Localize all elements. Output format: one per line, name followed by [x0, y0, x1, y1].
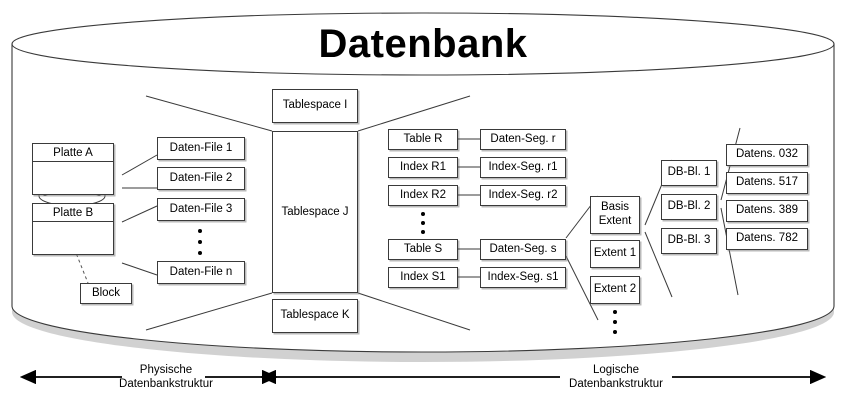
logical-object-index-r2[interactable]: Index R2 — [388, 185, 458, 206]
disk-platte-b[interactable]: Platte B — [32, 203, 114, 255]
logical-object-index-r1[interactable]: Index R1 — [388, 157, 458, 178]
disk-platte-a-label: Platte A — [33, 144, 113, 162]
segment-daten-seg-s[interactable]: Daten-Seg. s — [480, 239, 566, 260]
extent-2[interactable]: Extent 2 — [590, 276, 640, 304]
record-032[interactable]: Datens. 032 — [726, 144, 808, 166]
tablespace-k[interactable]: Tablespace K — [272, 299, 358, 333]
disk-platte-b-label: Platte B — [33, 204, 113, 222]
segment-index-seg-r1[interactable]: Index-Seg. r1 — [480, 157, 566, 178]
db-block-1[interactable]: DB-Bl. 1 — [661, 160, 717, 186]
segment-index-seg-r2[interactable]: Index-Seg. r2 — [480, 185, 566, 206]
record-517[interactable]: Datens. 517 — [726, 172, 808, 194]
extent-basis[interactable]: Basis Extent — [590, 196, 640, 234]
connector-group-files-to-tablespace — [145, 95, 273, 331]
page-title: Datenbank — [318, 22, 528, 66]
axis-label-physical-line1: Physische — [139, 364, 193, 376]
logical-objects-ellipsis — [420, 212, 426, 234]
extent-basis-line2: Extent — [598, 215, 632, 227]
axis-label-logical-line1: Logische — [592, 364, 640, 376]
block-box[interactable]: Block — [80, 283, 132, 304]
data-file-n[interactable]: Daten-File n — [157, 261, 245, 284]
db-block-3[interactable]: DB-Bl. 3 — [661, 228, 717, 254]
axis-label-logical-line2: Datenbankstruktur — [569, 378, 663, 391]
connector-group-tablespace-to-objects — [357, 95, 471, 331]
disk-platte-a-graphic — [33, 162, 113, 194]
segment-index-seg-s1[interactable]: Index-Seg. s1 — [480, 267, 566, 288]
tablespace-j-label: Tablespace J — [281, 206, 349, 218]
axis-label-physical-line2: Datenbankstruktur — [119, 378, 213, 391]
record-389[interactable]: Datens. 389 — [726, 200, 808, 222]
axis-label-physical: Physische Datenbankstruktur — [102, 363, 230, 392]
disk-platte-a[interactable]: Platte A — [32, 143, 114, 195]
extent-1[interactable]: Extent 1 — [590, 240, 640, 268]
logical-object-index-s1[interactable]: Index S1 — [388, 267, 458, 288]
data-file-3[interactable]: Daten-File 3 — [157, 198, 245, 221]
tablespace-i[interactable]: Tablespace I — [272, 89, 358, 123]
data-file-2[interactable]: Daten-File 2 — [157, 167, 245, 190]
disk-platte-b-graphic — [33, 222, 113, 254]
data-files-ellipsis — [197, 229, 203, 255]
axis-label-logical: Logische Datenbankstruktur — [552, 363, 680, 392]
connector-group-disks-to-files — [121, 154, 158, 276]
data-file-1[interactable]: Daten-File 1 — [157, 137, 245, 160]
segment-daten-seg-r[interactable]: Daten-Seg. r — [480, 129, 566, 150]
extent-basis-line1: Basis — [600, 201, 630, 214]
db-block-2[interactable]: DB-Bl. 2 — [661, 194, 717, 220]
logical-object-table-s[interactable]: Table S — [388, 239, 458, 260]
extents-ellipsis — [612, 310, 618, 334]
record-782[interactable]: Datens. 782 — [726, 228, 808, 250]
logical-object-table-r[interactable]: Table R — [388, 129, 458, 150]
tablespace-j[interactable]: Tablespace J — [272, 131, 358, 293]
